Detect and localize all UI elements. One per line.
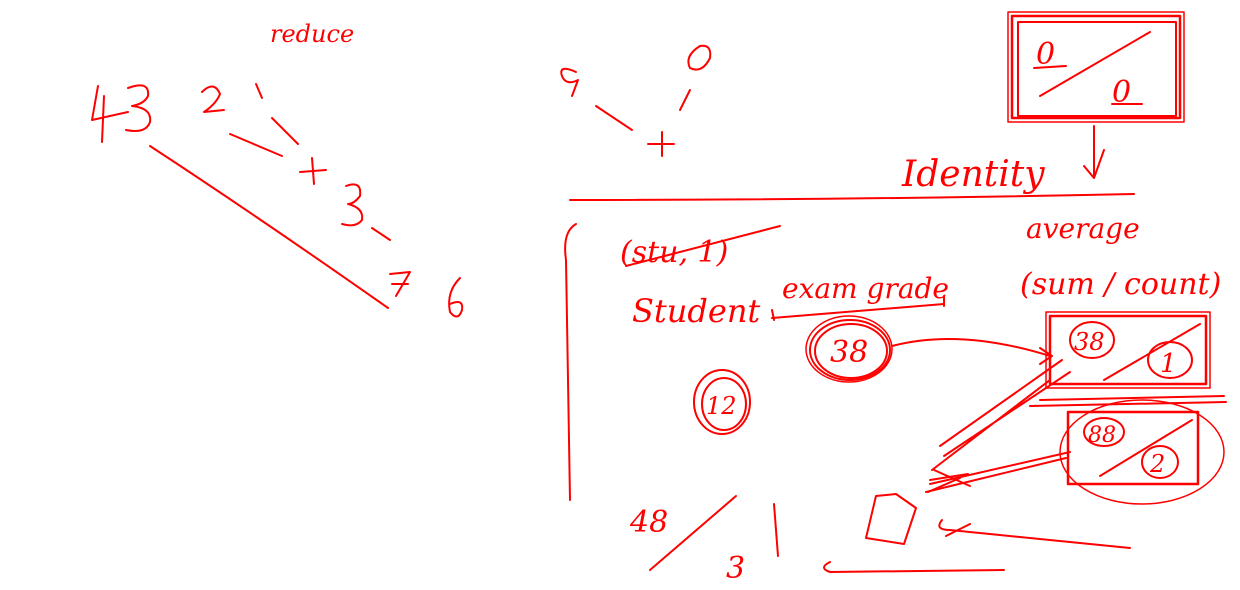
fraction-numerator: 48 bbox=[629, 505, 668, 540]
circled-12-value: 12 bbox=[706, 392, 737, 420]
middle-plus bbox=[647, 131, 675, 157]
middle-sketch bbox=[560, 44, 712, 157]
box1-count: 1 bbox=[1160, 349, 1177, 379]
stroke-1-to-plus bbox=[271, 117, 299, 145]
digit-3 bbox=[125, 84, 152, 132]
identity-divider bbox=[1039, 31, 1151, 97]
digit-0 bbox=[687, 44, 712, 71]
average-label: average bbox=[1026, 212, 1140, 245]
long-reduction-line bbox=[149, 145, 389, 309]
stroke-3-to-7 bbox=[371, 227, 391, 241]
left-reduce-sketch: reduce bbox=[91, 20, 464, 318]
stroke-9-down bbox=[595, 105, 633, 131]
digit-7 bbox=[389, 271, 411, 297]
digit-9 bbox=[560, 67, 579, 97]
digit-2 bbox=[201, 85, 225, 113]
identity-denominator: 0 bbox=[1112, 75, 1131, 110]
strike-line bbox=[625, 225, 781, 267]
arrow-38-to-box1 bbox=[891, 337, 1053, 365]
digit-1 bbox=[255, 83, 263, 99]
stroke-0-down bbox=[679, 89, 691, 111]
bottom-arrow-right bbox=[938, 519, 1131, 549]
bottom-arrow-left bbox=[823, 561, 1005, 573]
plus-sign bbox=[299, 157, 327, 185]
circle-12 bbox=[693, 369, 751, 435]
average-box-2 bbox=[1066, 410, 1200, 486]
sum-count-label: (sum / count) bbox=[1020, 267, 1221, 302]
exam-grade-underline bbox=[771, 295, 945, 321]
exam-grade-label: exam grade bbox=[782, 272, 949, 305]
box2-sum: 88 bbox=[1088, 423, 1116, 448]
lower-panel: (stu, 1) Student exam grade average (sum… bbox=[564, 212, 1227, 586]
digit-4 bbox=[91, 85, 129, 143]
identity-numerator: 0 bbox=[1036, 37, 1055, 72]
identity-label: Identity bbox=[901, 154, 1045, 195]
fraction-slash bbox=[649, 495, 737, 571]
small-shape bbox=[865, 493, 917, 545]
horizontal-divider bbox=[569, 193, 1135, 201]
identity-arrow-down bbox=[1083, 125, 1105, 179]
identity-box: 0 0 Identity bbox=[901, 11, 1185, 195]
panel-bracket bbox=[564, 223, 577, 501]
vertical-bar bbox=[773, 503, 779, 557]
digit-3-second bbox=[341, 183, 364, 227]
fraction-denominator: 3 bbox=[726, 551, 745, 586]
circle-38 bbox=[809, 319, 891, 381]
student-label: Student bbox=[632, 292, 760, 330]
digit-6 bbox=[448, 277, 464, 318]
average-box-1 bbox=[1048, 314, 1208, 386]
arrowhead-cluster bbox=[927, 469, 971, 493]
arrow-box1-down bbox=[931, 359, 1071, 471]
box1-sum: 38 bbox=[1074, 328, 1105, 356]
circled-38-value: 38 bbox=[830, 335, 868, 370]
label-reduce: reduce bbox=[270, 20, 354, 48]
stroke-2-to-plus bbox=[229, 133, 283, 157]
box2-count: 2 bbox=[1149, 450, 1165, 478]
